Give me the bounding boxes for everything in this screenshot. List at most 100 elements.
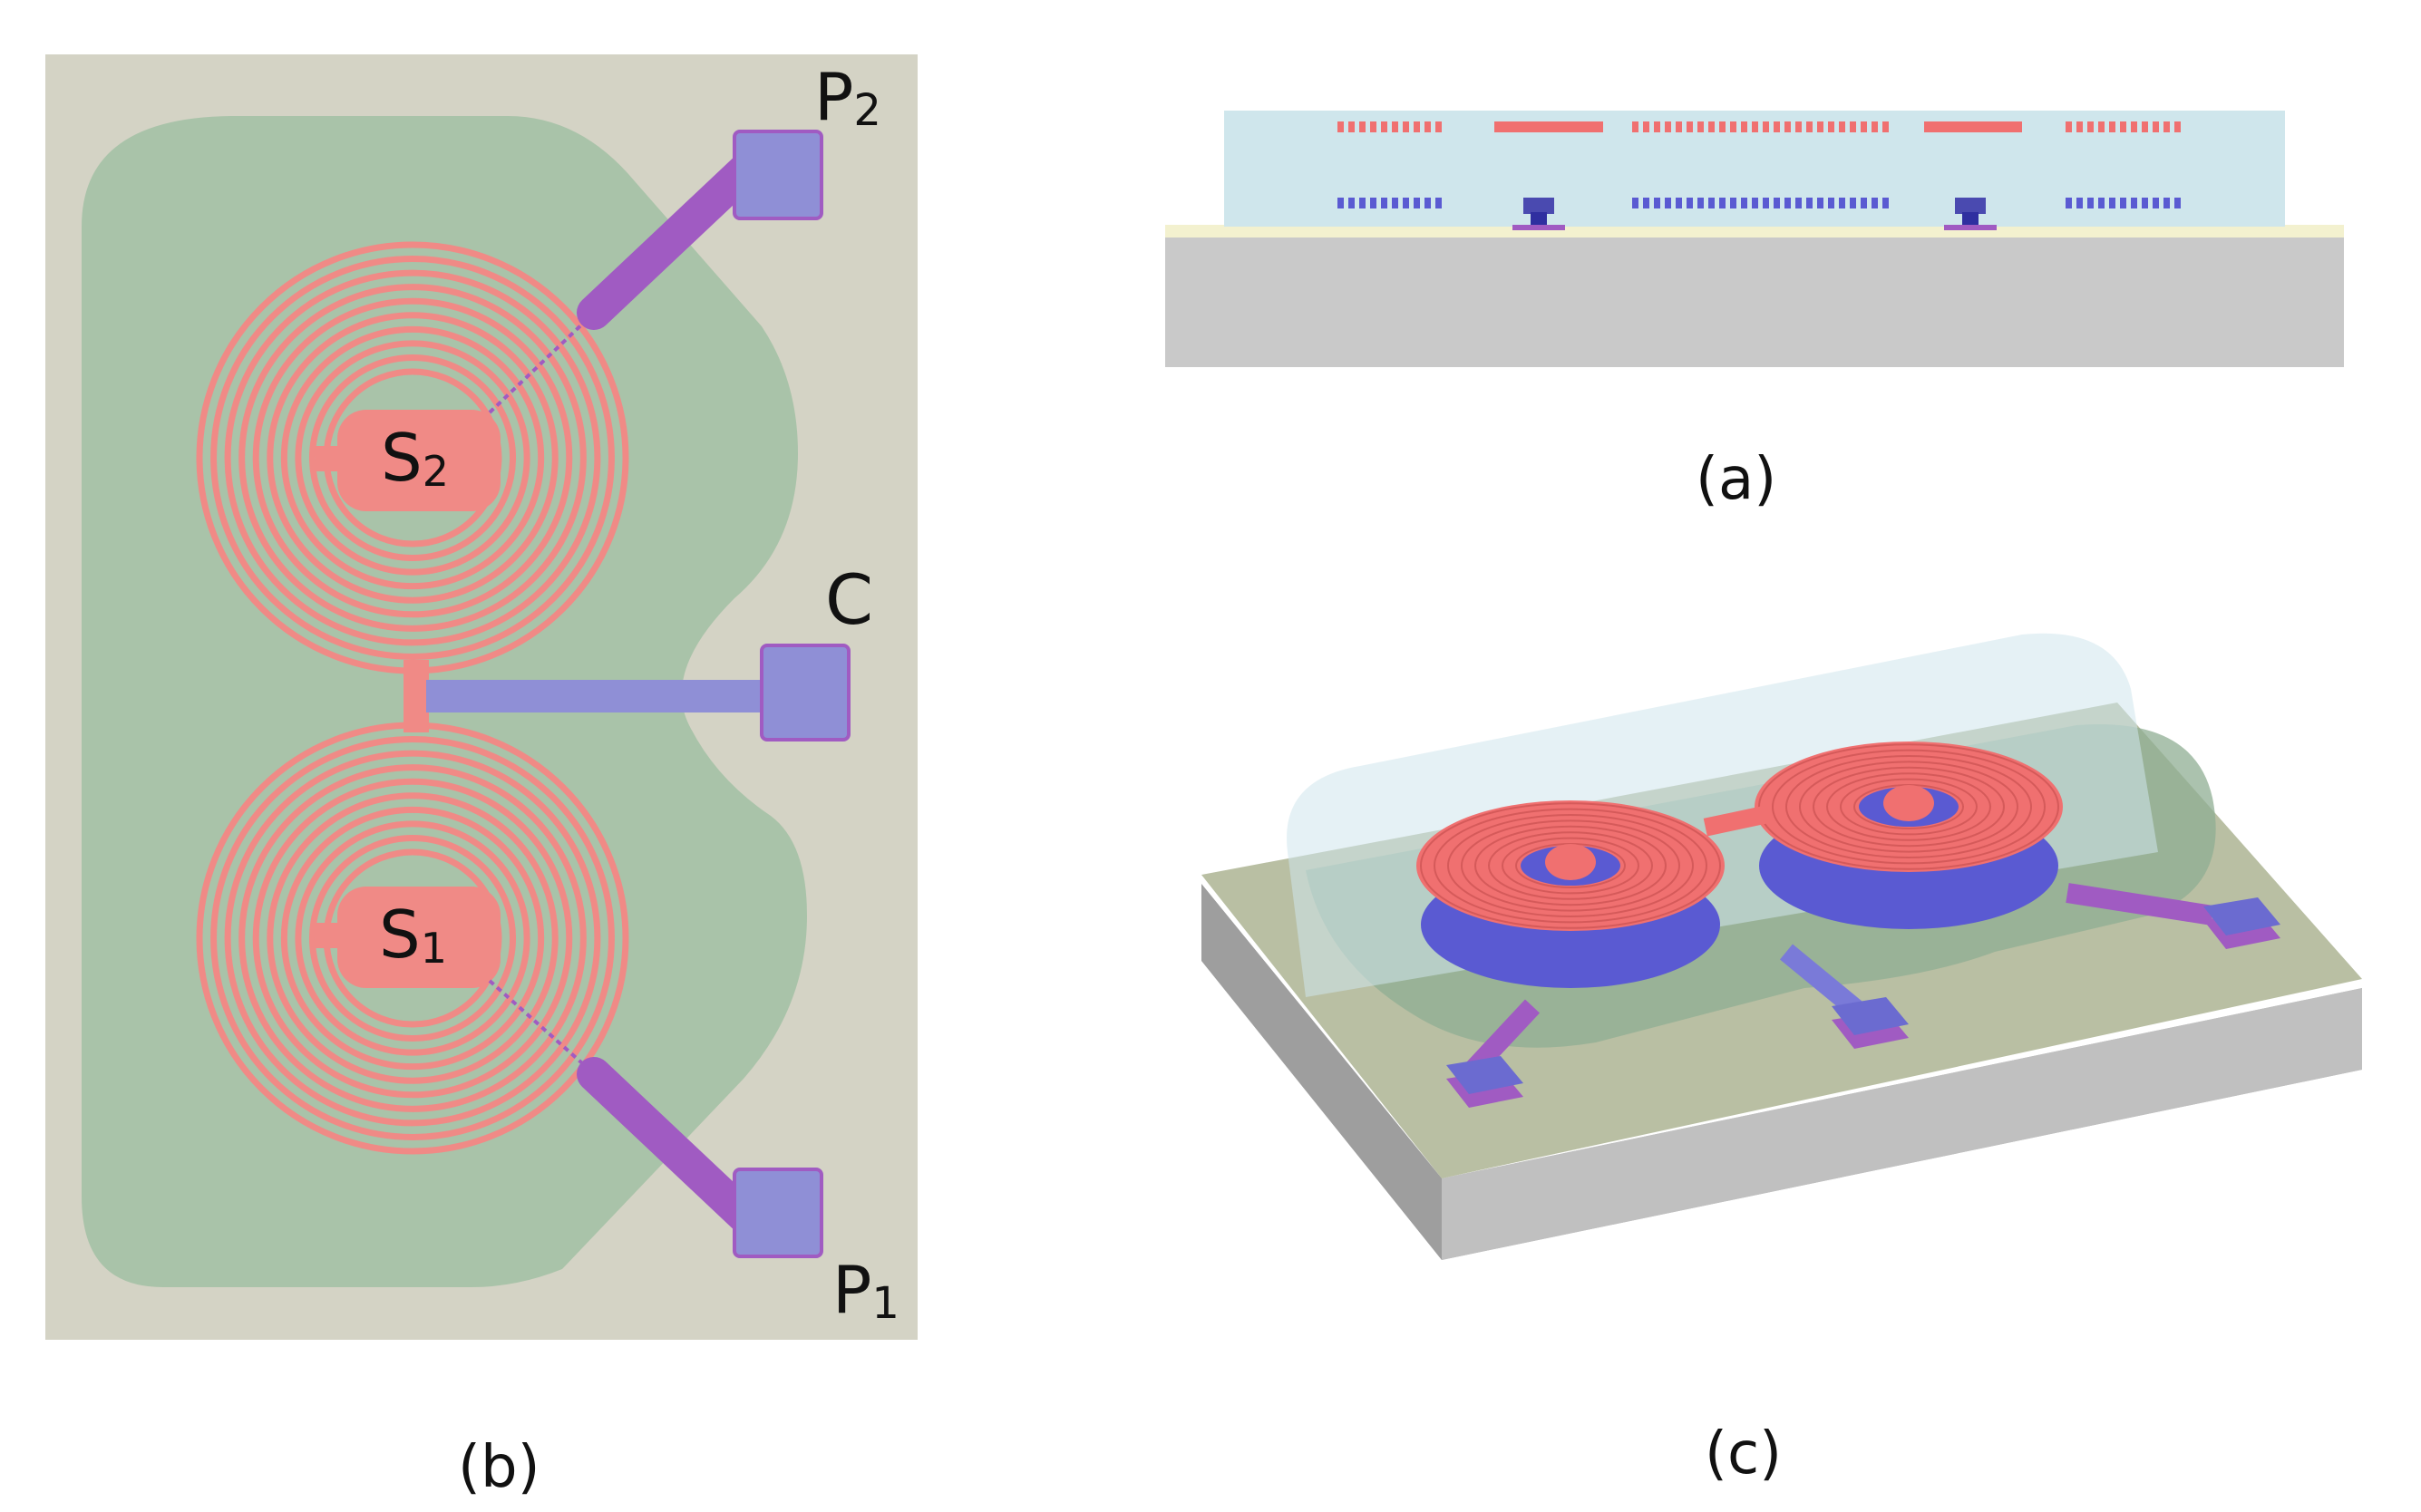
coil-3d-turn	[1461, 819, 1680, 912]
caption-a: (a)	[1696, 446, 1776, 513]
inner-pad-s2	[337, 410, 501, 511]
metal-segment	[2098, 198, 2105, 208]
metal-segment	[1403, 121, 1409, 132]
metal-segment	[2131, 198, 2137, 208]
metal-segment	[1516, 121, 1527, 132]
coil-3d-turn	[1474, 825, 1667, 906]
coil-turn	[295, 340, 530, 576]
coil-3d-turn	[1447, 814, 1694, 917]
metal-segment	[2109, 121, 2115, 132]
metal-segment	[1348, 121, 1355, 132]
metal-segment	[1654, 198, 1660, 208]
metal-segment	[1828, 198, 1834, 208]
metal-segment	[1581, 121, 1592, 132]
metal-segment	[2087, 121, 2094, 132]
coil-right-red	[1755, 741, 2063, 872]
metal-segment	[1924, 121, 1935, 132]
metal-segment	[1403, 198, 1409, 208]
coil-turn	[210, 256, 615, 660]
metal-segment	[1784, 121, 1791, 132]
coil-3d-turn	[1502, 837, 1639, 895]
trace-p1	[577, 1057, 770, 1241]
metal-segment	[1957, 121, 1968, 132]
metal-segment	[1665, 121, 1671, 132]
metal-segment	[1643, 198, 1649, 208]
inner-pad-s2-stub	[316, 446, 341, 471]
metal-segment	[1719, 198, 1726, 208]
metal-segment	[1946, 121, 1957, 132]
chip-left-face	[1201, 884, 1442, 1260]
metal-segment	[2174, 198, 2181, 208]
coil-3d-center	[1883, 785, 1934, 821]
metal-segment	[1392, 121, 1398, 132]
metal-segment	[1549, 121, 1560, 132]
metal-segment	[1882, 198, 1889, 208]
metal-segment	[1763, 121, 1769, 132]
underpass-s2	[488, 315, 591, 414]
metal-segment	[1424, 198, 1431, 208]
coil-turn	[252, 778, 573, 1099]
metal-segment	[2076, 198, 2083, 208]
coil-3d-turn	[1488, 831, 1653, 900]
metal-segment	[1839, 121, 1845, 132]
trace-c	[426, 680, 780, 712]
metal-segment	[2087, 198, 2094, 208]
metal-segment	[1817, 198, 1823, 208]
via-2	[1944, 198, 1997, 230]
label-s1: S1	[379, 897, 447, 973]
coil-turn	[295, 820, 530, 1056]
metal-segment	[1741, 198, 1747, 208]
coil-turn	[238, 284, 587, 632]
metal-segment	[1414, 198, 1420, 208]
pad-3d-mid[interactable]	[1832, 997, 1909, 1049]
pad-3d-right[interactable]	[2203, 897, 2280, 949]
metal-segment	[1795, 121, 1802, 132]
metal-segment	[1370, 121, 1376, 132]
pad-3d-left[interactable]	[1446, 1056, 1523, 1108]
metal-segment	[1850, 198, 1856, 208]
metal-segment	[1687, 198, 1693, 208]
metal-segment	[1752, 198, 1758, 208]
coil-turn	[224, 269, 601, 646]
metal-segment	[1348, 198, 1355, 208]
label-c: C	[825, 559, 873, 640]
pad-p2[interactable]	[733, 130, 823, 220]
metal-segment	[1708, 198, 1715, 208]
pad-p1[interactable]	[733, 1168, 823, 1258]
coil-3d-turn	[1826, 772, 1991, 841]
coil-3d-turn	[1840, 778, 1978, 836]
metal-segment	[1968, 121, 1979, 132]
metal-segment	[2066, 121, 2072, 132]
metal-segment	[1654, 121, 1660, 132]
metal-segment	[1806, 198, 1813, 208]
coil-turn	[280, 325, 545, 590]
panel-a: (a)	[1165, 111, 2344, 513]
metal-segment	[1882, 121, 1889, 132]
metal-segment	[2066, 198, 2072, 208]
metal-segment	[1381, 121, 1387, 132]
caption-c: (c)	[1705, 1420, 1782, 1488]
metal-segment	[1505, 121, 1516, 132]
metal-segment	[1538, 121, 1549, 132]
chip-right-face	[1442, 988, 2362, 1260]
metal-segment	[1861, 121, 1867, 132]
metal-segment	[1676, 121, 1682, 132]
pad-c[interactable]	[760, 644, 851, 741]
metal-segment	[1632, 198, 1638, 208]
metal-segment	[2163, 121, 2170, 132]
metal-segment	[2142, 198, 2148, 208]
metal-segment	[2142, 121, 2148, 132]
metal-segment	[2163, 198, 2170, 208]
coil-3d-turn	[1785, 755, 2032, 858]
caption-b: (b)	[458, 1434, 540, 1501]
metal-segment	[2000, 121, 2011, 132]
coil-turn	[267, 312, 559, 604]
metal-segment	[1708, 121, 1715, 132]
coil-turn	[224, 750, 601, 1127]
metal-segment	[1806, 121, 1813, 132]
metal-segment	[2131, 121, 2137, 132]
coil-bridge-3d	[1703, 804, 1774, 837]
metal-segment	[1784, 198, 1791, 208]
top-metal-row	[1337, 121, 2181, 132]
coil-turn	[308, 354, 517, 562]
